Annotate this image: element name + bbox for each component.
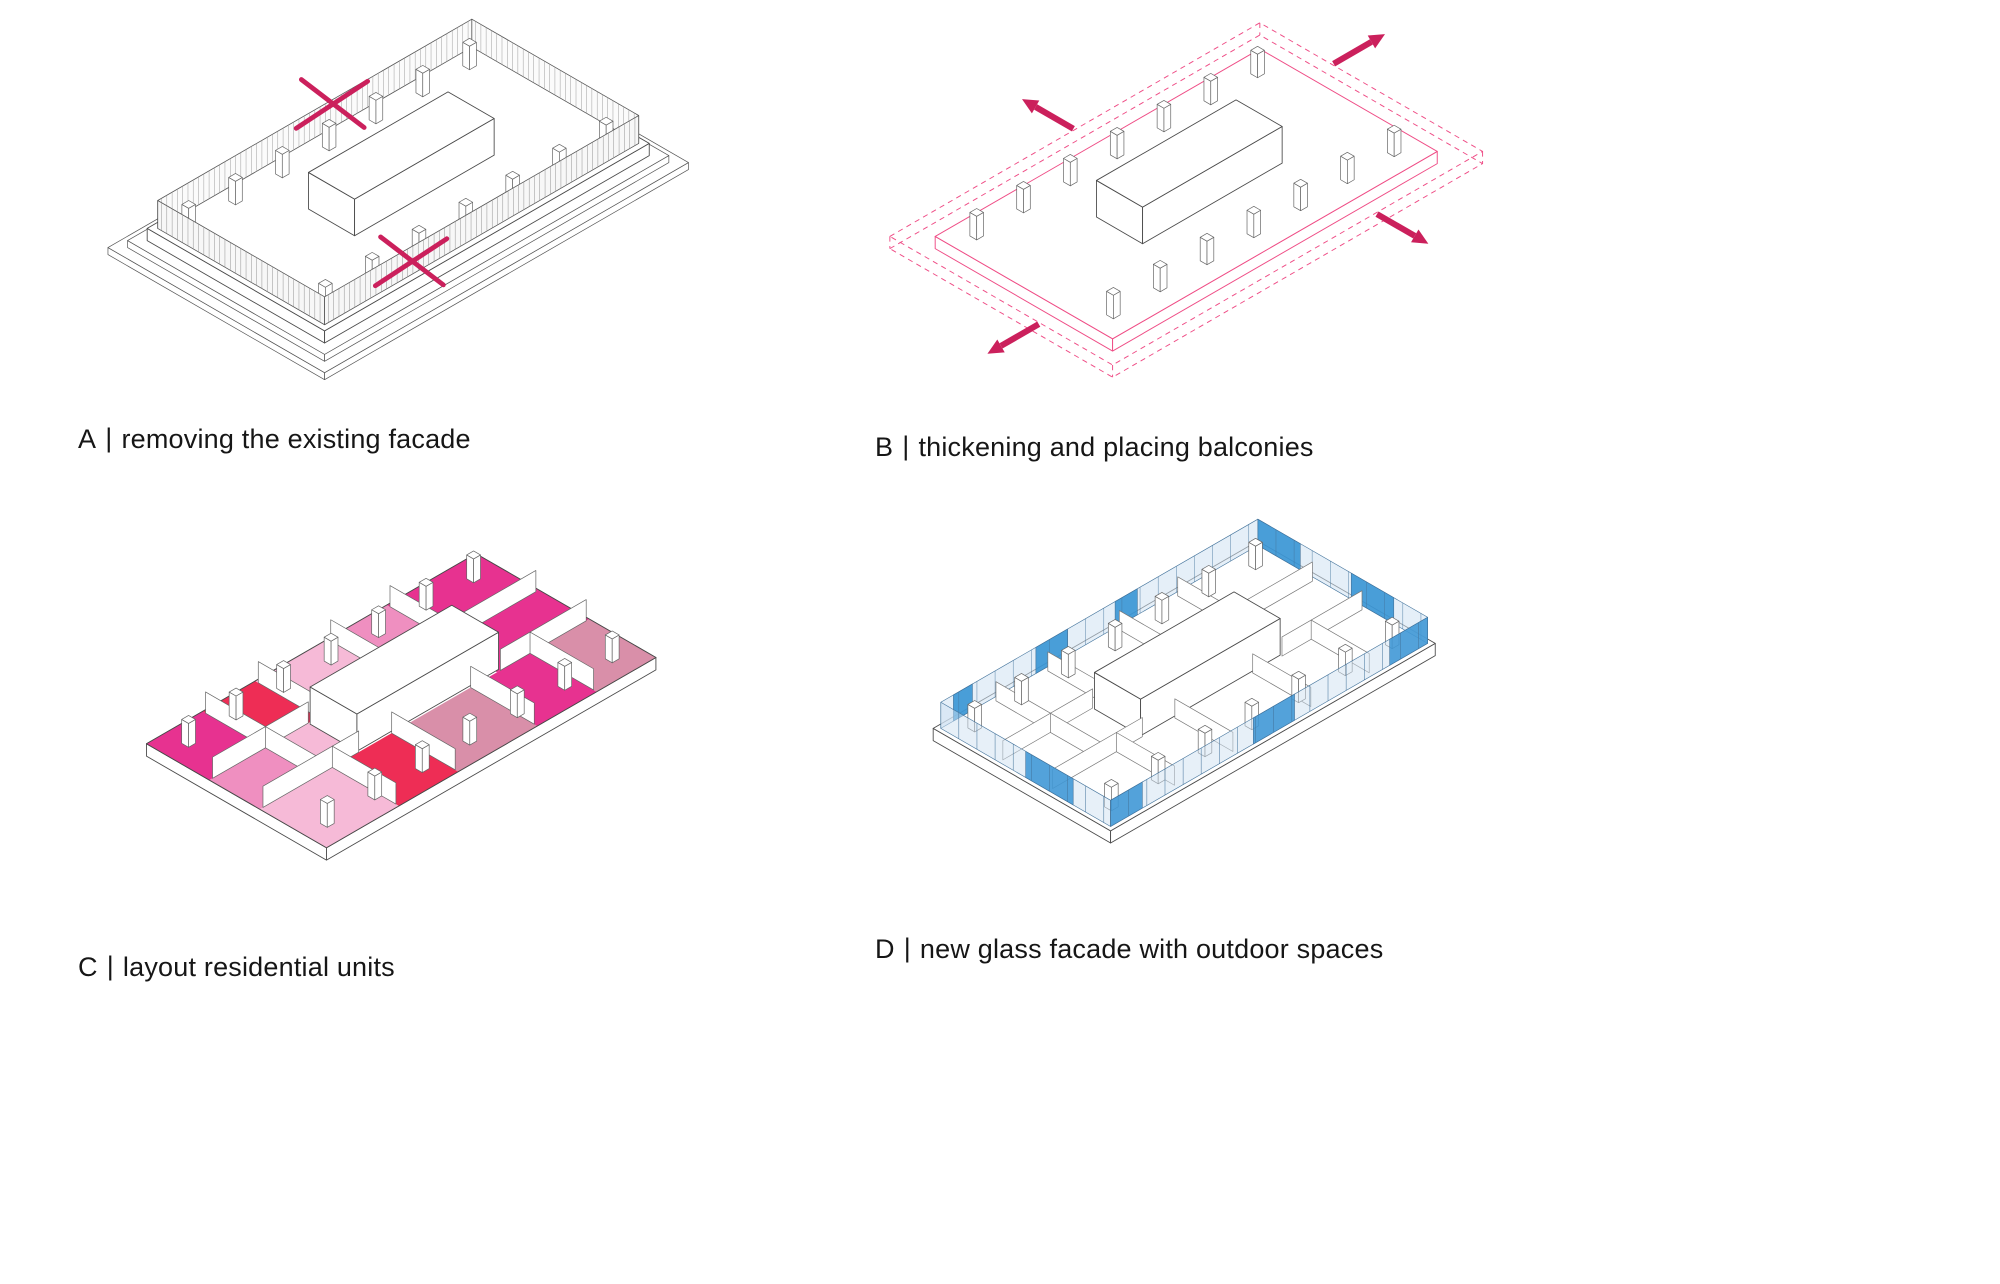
diagram-b-isometric bbox=[889, 22, 1484, 378]
panel-d-glass-facade: D | new glass facade with outdoor spaces bbox=[846, 500, 1526, 965]
panel-c-residential-units: C | layout residential units bbox=[58, 512, 748, 983]
caption-b-text: thickening and placing balconies bbox=[918, 431, 1314, 462]
caption-d-separator: | bbox=[903, 932, 911, 963]
caption-b-letter: B bbox=[875, 431, 894, 462]
caption-c-separator: | bbox=[106, 950, 114, 981]
caption-b: B | thickening and placing balconies bbox=[875, 430, 1528, 463]
caption-a-separator: | bbox=[105, 422, 113, 453]
caption-d-letter: D bbox=[875, 933, 895, 964]
caption-a: A | removing the existing facade bbox=[78, 422, 740, 455]
diagram-a-isometric bbox=[107, 18, 689, 381]
caption-c-letter: C bbox=[78, 951, 98, 982]
caption-d-text: new glass facade with outdoor spaces bbox=[919, 933, 1384, 964]
panel-b-thickening-balconies: B | thickening and placing balconies bbox=[848, 8, 1528, 463]
caption-a-letter: A bbox=[78, 423, 97, 454]
caption-a-text: removing the existing facade bbox=[121, 423, 471, 454]
caption-d: D | new glass facade with outdoor spaces bbox=[875, 932, 1526, 965]
panel-a-removing-facade: A | removing the existing facade bbox=[60, 0, 740, 455]
diagram-c-isometric bbox=[146, 550, 657, 861]
caption-b-separator: | bbox=[902, 430, 910, 461]
caption-c: C | layout residential units bbox=[78, 950, 748, 983]
caption-c-text: layout residential units bbox=[122, 951, 395, 982]
diagram-d-isometric bbox=[932, 518, 1436, 844]
